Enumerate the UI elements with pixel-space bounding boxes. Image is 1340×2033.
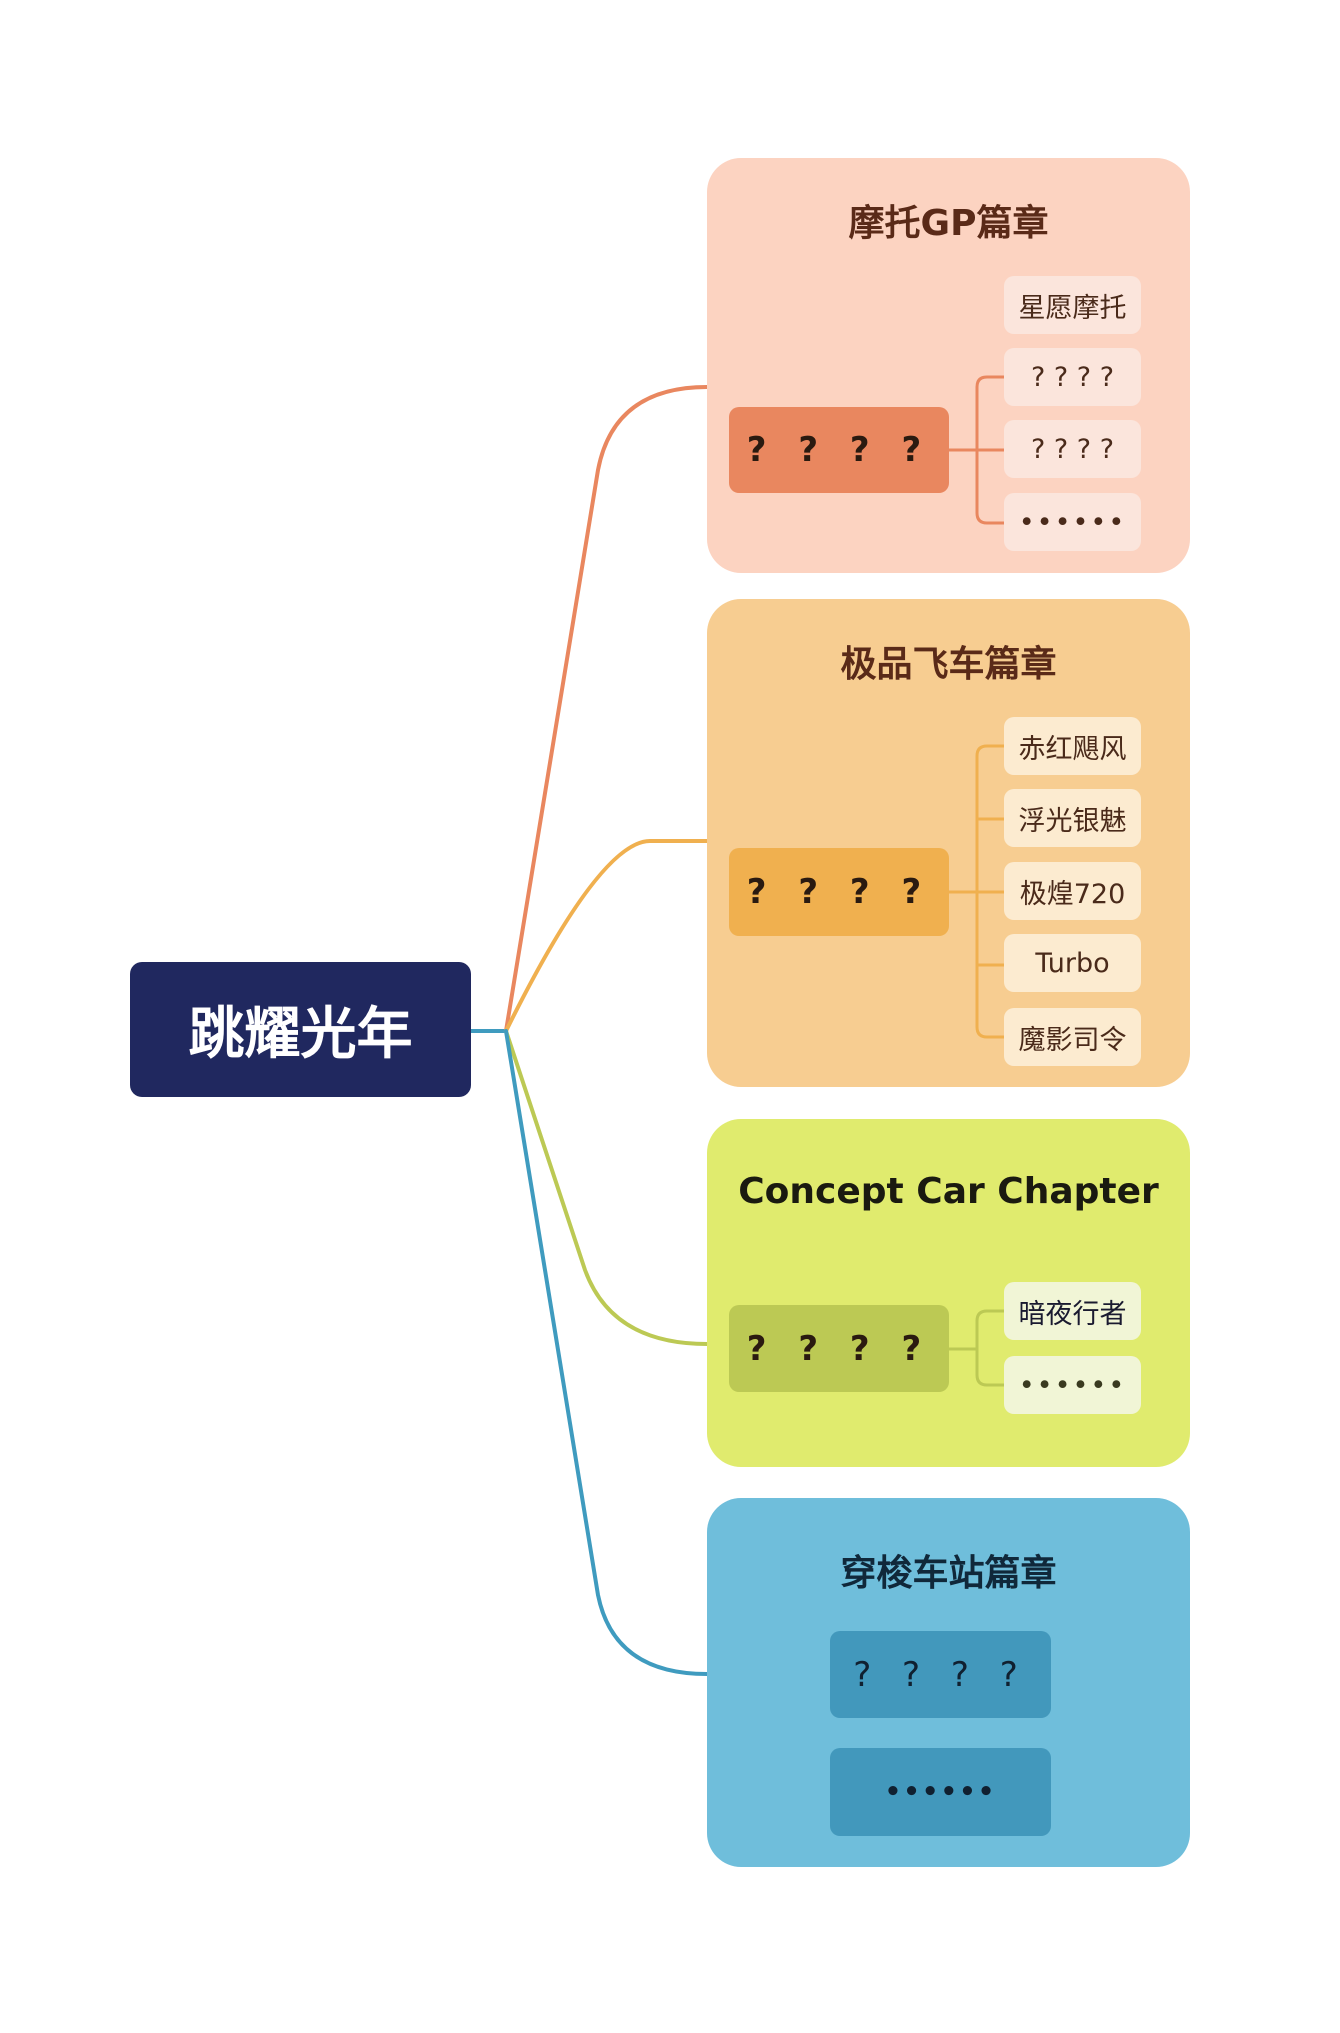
branch-title: 穿梭车站篇章 (840, 1553, 1057, 1594)
connector-line-3 (504, 1029, 709, 1346)
leaf-node[interactable]: Turbo (1004, 934, 1141, 992)
leaf-node[interactable]: 星愿摩托 (1004, 276, 1141, 334)
leaf-node[interactable]: 极煌720 (1004, 862, 1141, 920)
connector-line-2 (504, 839, 709, 1033)
leaf-node[interactable]: •••••• (1004, 493, 1141, 551)
branch-node[interactable]: •••••• (830, 1748, 1051, 1836)
branch-card-shuttle-station: 穿梭车站篇章 ? ? ? ? •••••• (707, 1498, 1190, 1867)
branch-card-need-for-speed: 极品飞车篇章 ? ? ? ? 赤红飓风 浮光银魅 极煌720 Turbo 魔影司… (707, 599, 1190, 1087)
connector-line-4 (504, 1029, 709, 1676)
branch-node[interactable]: ? ? ? ? (830, 1631, 1051, 1718)
branch-title: 极品飞车篇章 (840, 644, 1057, 685)
branch-main-node[interactable]: ? ? ? ? (729, 848, 949, 936)
branch-card-concept-car: Concept Car Chapter ? ? ? ? 暗夜行者 •••••• (707, 1119, 1190, 1467)
leaf-node[interactable]: ? ? ? ? (1004, 420, 1141, 478)
leaf-node[interactable]: 赤红飓风 (1004, 717, 1141, 775)
branch-main-node[interactable]: ? ? ? ? (729, 407, 949, 493)
leaf-node[interactable]: 暗夜行者 (1004, 1282, 1141, 1340)
bracket-lines (949, 744, 1004, 1039)
connector-line-1 (504, 385, 709, 1033)
root-node[interactable]: 跳耀光年 (130, 962, 471, 1097)
leaf-node[interactable]: •••••• (1004, 1356, 1141, 1414)
branch-card-moto-gp: 摩托GP篇章 ? ? ? ? 星愿摩托 ? ? ? ? ? ? ? ? ••••… (707, 158, 1190, 573)
bracket-lines (949, 1309, 1004, 1387)
leaf-node[interactable]: 浮光银魅 (1004, 789, 1141, 847)
branch-title: Concept Car Chapter (738, 1171, 1159, 1212)
leaf-node[interactable]: 魔影司令 (1004, 1008, 1141, 1066)
branch-title: 摩托GP篇章 (848, 203, 1049, 244)
leaf-node[interactable]: ? ? ? ? (1004, 348, 1141, 406)
bracket-lines (949, 375, 1004, 525)
root-label: 跳耀光年 (188, 1002, 413, 1067)
branch-main-node[interactable]: ? ? ? ? (729, 1305, 949, 1392)
